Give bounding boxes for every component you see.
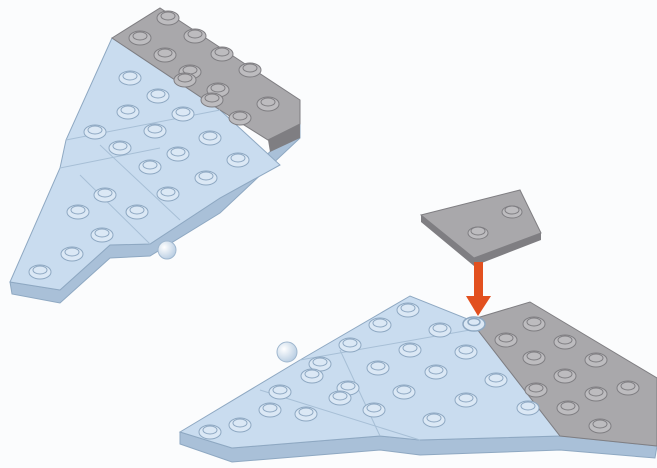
left-ball-joint <box>158 241 176 259</box>
right-stud <box>485 373 507 387</box>
right-gray-stud <box>523 317 545 331</box>
right-gray-stud <box>557 401 579 415</box>
right-stud <box>517 401 539 415</box>
right-gray-stud <box>589 419 611 433</box>
right-ball-joint <box>277 342 297 362</box>
right-stud <box>429 323 451 337</box>
placement-arrow <box>466 262 491 316</box>
target-stud <box>463 317 485 331</box>
left-gray-stud <box>229 111 251 125</box>
left-stud <box>117 105 139 119</box>
right-gray-stud <box>585 387 607 401</box>
left-stud <box>119 71 141 85</box>
left-gray-stud <box>154 48 176 62</box>
left-gray-stud <box>239 63 261 77</box>
left-stud <box>157 187 179 201</box>
left-stud <box>167 147 189 161</box>
right-gray-stud <box>617 381 639 395</box>
right-stud <box>301 369 323 383</box>
left-stud <box>172 107 194 121</box>
right-stud <box>423 413 445 427</box>
new-part-gray-wedge <box>421 190 541 266</box>
right-gray-stud <box>554 335 576 349</box>
right-stud <box>199 425 221 439</box>
left-stud <box>147 89 169 103</box>
right-subassembly <box>180 296 657 462</box>
left-stud <box>144 124 166 138</box>
right-gray-stud <box>554 369 576 383</box>
left-stud <box>94 188 116 202</box>
right-stud <box>455 345 477 359</box>
right-stud <box>369 318 391 332</box>
right-stud <box>295 407 317 421</box>
left-stud <box>139 160 161 174</box>
right-stud <box>425 365 447 379</box>
right-stud <box>455 393 477 407</box>
right-stud <box>367 361 389 375</box>
left-gray-stud <box>201 93 223 107</box>
left-stud <box>227 153 249 167</box>
left-gray-stud <box>174 73 196 87</box>
left-stud <box>126 205 148 219</box>
left-stud <box>67 205 89 219</box>
right-stud <box>339 338 361 352</box>
left-stud <box>61 247 83 261</box>
left-stud <box>29 265 51 279</box>
left-stud <box>199 131 221 145</box>
left-gray-stud <box>157 11 179 25</box>
right-stud <box>399 343 421 357</box>
right-stud <box>329 391 351 405</box>
wedge-top <box>421 190 541 258</box>
right-gray-stud <box>523 351 545 365</box>
right-gray-stud <box>495 333 517 347</box>
right-stud <box>229 418 251 432</box>
right-stud <box>259 403 281 417</box>
left-gray-stud <box>211 47 233 61</box>
right-gray-stud <box>585 353 607 367</box>
right-gray-stud <box>525 383 547 397</box>
left-stud <box>91 228 113 242</box>
right-stud <box>363 403 385 417</box>
left-stud <box>109 141 131 155</box>
left-stud <box>195 171 217 185</box>
left-stud <box>84 125 106 139</box>
right-stud <box>397 303 419 317</box>
left-gray-stud <box>129 31 151 45</box>
right-stud <box>393 385 415 399</box>
left-gray-stud <box>184 29 206 43</box>
left-gray-stud <box>257 97 279 111</box>
right-stud <box>269 385 291 399</box>
